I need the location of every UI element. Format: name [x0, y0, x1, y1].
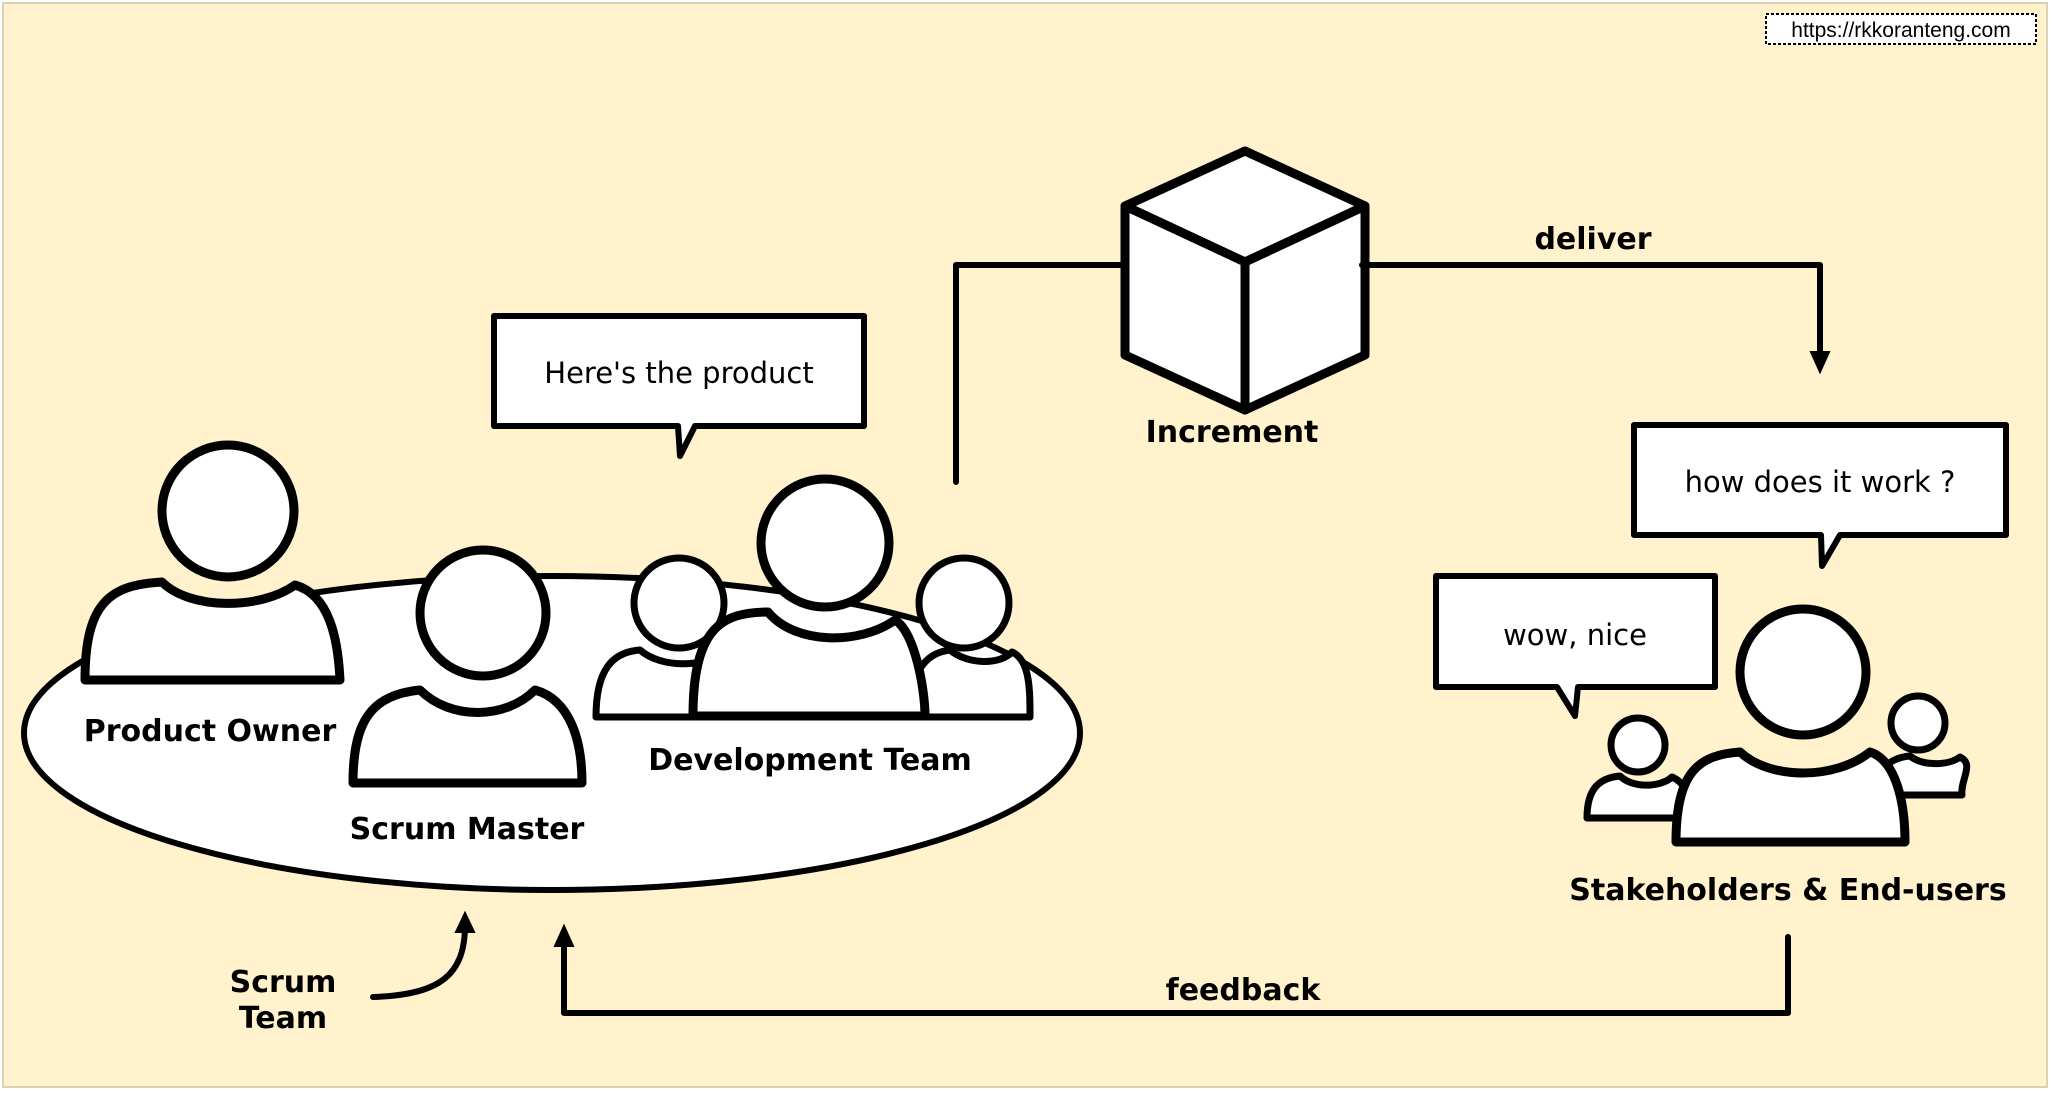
development-team-label: Development Team [648, 743, 972, 778]
watermark: https://rkkoranteng.com [1765, 13, 2037, 45]
stakeholders-figures [1583, 604, 1971, 847]
development-team-figures [592, 474, 1034, 721]
feedback-arrowhead [553, 923, 575, 947]
feedback-label: feedback [1166, 973, 1322, 1008]
reaction-bubble-text: wow, nice [1503, 618, 1647, 652]
increment-label: Increment [1146, 415, 1319, 450]
scrum-master-label: Scrum Master [350, 812, 585, 847]
scrum-team-label-line2: Team [239, 1001, 327, 1036]
scrum-team-pointer-arrow [370, 922, 468, 1000]
scrum-master-figure [348, 545, 587, 788]
question-bubble-text: how does it work ? [1685, 465, 1956, 499]
product-owner-label: Product Owner [84, 714, 337, 749]
stakeholder-reaction-bubble: wow, nice [1433, 573, 1718, 719]
watermark-text: https://rkkoranteng.com [1791, 19, 2010, 42]
scrum-team-label-line1: Scrum [230, 965, 337, 1000]
stakeholder-question-bubble: how does it work ? [1631, 422, 2009, 569]
feedback-arrow [561, 934, 1791, 1016]
team-speech-bubble: Here's the product [491, 313, 867, 459]
increment-connector-line [953, 262, 1125, 485]
team-bubble-text: Here's the product [544, 356, 813, 390]
stakeholders-label: Stakeholders & End-users [1569, 873, 2006, 908]
increment-cube-icon [1120, 146, 1370, 415]
product-owner-figure [80, 440, 345, 685]
deliver-arrow [1359, 262, 1823, 361]
scrum-team-pointer-arrowhead [454, 910, 476, 933]
deliver-arrowhead [1809, 351, 1831, 375]
deliver-label: deliver [1534, 222, 1651, 257]
